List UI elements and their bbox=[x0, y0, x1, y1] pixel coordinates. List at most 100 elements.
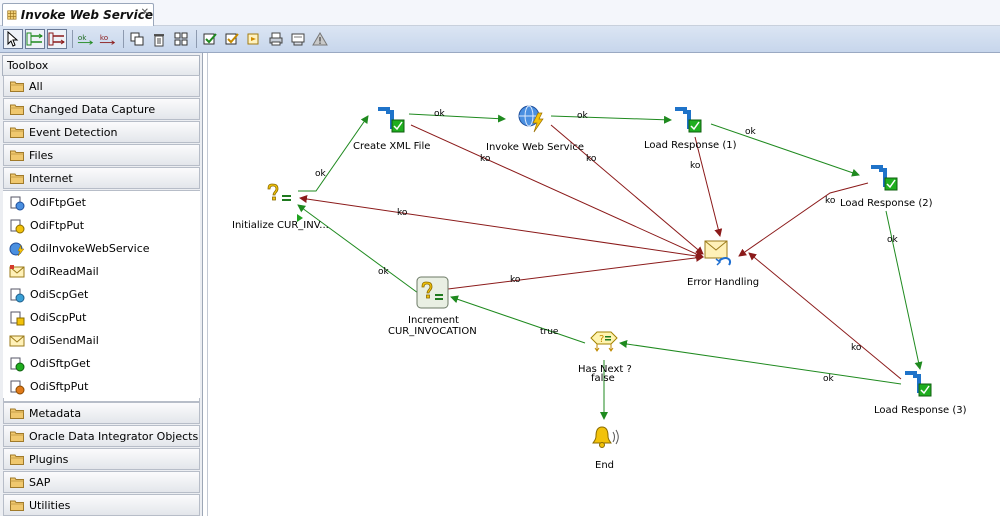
warnings-button[interactable] bbox=[310, 29, 330, 49]
web-service-icon bbox=[9, 242, 25, 256]
tab-invoke-web-service[interactable]: Invoke Web Service ✕ bbox=[2, 3, 154, 26]
read-mail-icon bbox=[9, 264, 25, 277]
ok-link-tool-button[interactable] bbox=[25, 29, 45, 49]
folder-label: Files bbox=[29, 148, 54, 162]
delete-button[interactable] bbox=[149, 29, 169, 49]
toolbox-tool-odiftpget[interactable]: OdiFtpGet bbox=[3, 191, 200, 214]
print-preview-button[interactable] bbox=[288, 29, 308, 49]
ko-link-tool-button[interactable] bbox=[47, 29, 67, 49]
diagram-toolbar: ok ko bbox=[0, 26, 1000, 53]
folder-label: Metadata bbox=[29, 406, 82, 420]
toolbox-tool-odiftpput[interactable]: OdiFtpPut bbox=[3, 214, 200, 237]
validate-button[interactable] bbox=[200, 29, 220, 49]
toolbox-header: Toolbox bbox=[2, 55, 200, 76]
ko-create-to-error[interactable] bbox=[410, 124, 704, 258]
ko-link-label: ko bbox=[690, 161, 701, 171]
printer-icon bbox=[269, 32, 283, 46]
ko-invoke-to-error[interactable] bbox=[550, 124, 704, 255]
toolbox-tool-odisftpget[interactable]: OdiSftpGet bbox=[3, 352, 200, 375]
toolbox-folder-all[interactable]: All bbox=[3, 75, 200, 97]
load-response-2-icon[interactable] bbox=[871, 165, 898, 191]
scp-put-icon bbox=[10, 311, 25, 325]
ok-link-label: ok bbox=[745, 127, 756, 137]
select-tool-button[interactable] bbox=[3, 29, 23, 49]
invoke-web-service-icon[interactable] bbox=[518, 105, 544, 133]
toolbar-separator bbox=[196, 30, 197, 48]
toolbox-tool-odiinvokewebservice[interactable]: OdiInvokeWebService bbox=[3, 237, 200, 260]
svg-text:ok: ok bbox=[78, 33, 87, 42]
next-step-on-success-button[interactable]: ok bbox=[76, 29, 96, 49]
ko-link-label: ko bbox=[851, 343, 862, 353]
link-invoke-to-load1[interactable] bbox=[550, 115, 672, 124]
toolbox-folder-oracle-data-integrator-objects[interactable]: Oracle Data Integrator Objects bbox=[3, 425, 200, 447]
folder-icon bbox=[10, 454, 24, 465]
load-response-3-icon[interactable] bbox=[905, 371, 932, 397]
folder-icon bbox=[10, 104, 24, 115]
link-create-to-invoke[interactable] bbox=[408, 113, 506, 123]
ko-load3-to-error[interactable] bbox=[748, 252, 902, 380]
toolbox-tool-odireadmail[interactable]: OdiReadMail bbox=[3, 260, 200, 283]
toolbox-folder-metadata[interactable]: Metadata bbox=[3, 402, 200, 424]
ko-load2-to-error[interactable] bbox=[738, 182, 869, 257]
create-xml-step-label: Create XML File bbox=[353, 141, 431, 152]
ko-increment-to-error[interactable] bbox=[447, 253, 704, 290]
load1-step-label: Load Response (1) bbox=[644, 140, 737, 151]
has-next-evaluate-icon[interactable]: ? bbox=[590, 331, 618, 352]
editor-tab-bar: Invoke Web Service ✕ bbox=[0, 0, 1000, 26]
toolbox-tool-odisendmail[interactable]: OdiSendMail bbox=[3, 329, 200, 352]
toolbox-folder-utilities[interactable]: Utilities bbox=[3, 494, 200, 516]
tool-label: OdiScpPut bbox=[30, 311, 87, 324]
arrange-button[interactable] bbox=[171, 29, 191, 49]
ko-link-label: ko bbox=[510, 275, 521, 285]
folder-label: Changed Data Capture bbox=[29, 102, 156, 116]
toolbox-folder-event-detection[interactable]: Event Detection bbox=[3, 121, 200, 143]
folder-label: Oracle Data Integrator Objects bbox=[29, 429, 199, 443]
tool-label: OdiFtpGet bbox=[30, 196, 86, 209]
link-init-to-create[interactable] bbox=[298, 115, 369, 192]
toolbox-tool-odisftpput[interactable]: OdiSftpPut bbox=[3, 375, 200, 398]
error-step-label: Error Handling bbox=[687, 277, 760, 288]
load2-step-label: Load Response (2) bbox=[840, 198, 933, 209]
folder-label: SAP bbox=[29, 475, 51, 489]
end-step-label: End bbox=[595, 460, 615, 471]
link-load2-to-load3[interactable] bbox=[885, 210, 923, 370]
duplicate-icon bbox=[130, 32, 144, 46]
ko-link-label: ko bbox=[480, 154, 491, 164]
validate-all-button[interactable] bbox=[222, 29, 242, 49]
duplicate-button[interactable] bbox=[127, 29, 147, 49]
toolbox-tool-odiscpget[interactable]: OdiScpGet bbox=[3, 283, 200, 306]
create-xml-file-icon[interactable] bbox=[378, 107, 405, 133]
link-load1-to-load2[interactable] bbox=[710, 123, 860, 177]
folder-icon bbox=[10, 127, 24, 138]
toolbox-folder-sap[interactable]: SAP bbox=[3, 471, 200, 493]
toolbox-folder-changed-data-capture[interactable]: Changed Data Capture bbox=[3, 98, 200, 120]
folder-icon bbox=[10, 150, 24, 161]
package-diagram-canvas[interactable]: ? Initialize CUR_INV... Create XML File … bbox=[207, 53, 1000, 516]
toolbox-folder-plugins[interactable]: Plugins bbox=[3, 448, 200, 470]
execute-icon bbox=[247, 33, 259, 45]
next-step-on-failure-button[interactable]: ko bbox=[98, 29, 118, 49]
end-bell-icon[interactable] bbox=[592, 426, 619, 448]
close-tab-icon[interactable]: ✕ bbox=[140, 7, 149, 18]
link-increment-to-init[interactable] bbox=[297, 204, 419, 294]
print-button[interactable] bbox=[266, 29, 286, 49]
toolbox-tool-odiscpput[interactable]: OdiScpPut bbox=[3, 306, 200, 329]
package-diagram: ? bbox=[267, 105, 932, 448]
ko-error-to-init[interactable] bbox=[299, 195, 704, 258]
load-response-1-icon[interactable] bbox=[675, 107, 702, 133]
toolbox-folder-internet[interactable]: Internet bbox=[3, 167, 200, 189]
pointer-icon bbox=[7, 31, 19, 47]
link-load3-to-hasnext[interactable] bbox=[619, 340, 902, 385]
execute-button[interactable] bbox=[244, 29, 264, 49]
sftp-put-icon bbox=[10, 380, 25, 394]
invoke-step-label: Invoke Web Service bbox=[486, 142, 585, 153]
ok-links bbox=[297, 113, 923, 420]
init-step-label: Initialize CUR_INV... bbox=[232, 220, 329, 231]
ok-link-label: ok bbox=[577, 111, 588, 121]
error-handling-icon[interactable] bbox=[704, 240, 731, 266]
link-hasnext-to-increment[interactable] bbox=[450, 295, 586, 344]
evaluate-variable-init-icon[interactable] bbox=[267, 183, 291, 201]
ko-load1-to-error[interactable] bbox=[694, 136, 723, 237]
toolbox-folder-files[interactable]: Files bbox=[3, 144, 200, 166]
increment-variable-icon[interactable] bbox=[416, 276, 449, 309]
